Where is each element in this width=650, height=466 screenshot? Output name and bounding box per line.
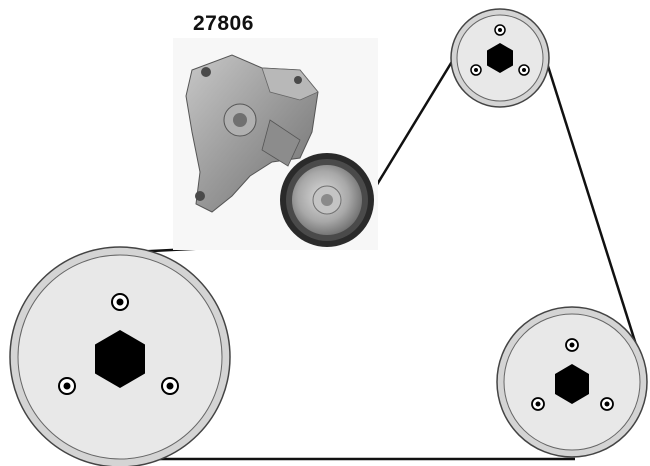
bracket-top-arm [261,67,319,101]
lower-right-pulley [496,306,648,458]
bolt-icon [494,24,506,36]
crankshaft-pulley [9,246,231,466]
bolt-icon [565,338,579,352]
mount-hole-icon [201,67,211,77]
belt-segment-tensioner-to-top [368,54,458,197]
hex-hub-icon [95,330,145,388]
tensioner-assembly-image [173,38,378,250]
mount-hole-icon [195,191,205,201]
tensioner-pulley-bolt-icon [321,194,333,206]
bolt-icon [518,64,530,76]
bolt-icon [58,377,76,395]
mount-hole-icon [294,76,302,84]
bolt-icon [600,397,614,411]
belt-segment-top-to-right [545,62,646,371]
hex-hub-icon [487,43,513,73]
tensioner-boss-bolt-icon [233,113,247,127]
bolt-icon [111,293,129,311]
hex-hub-icon [555,364,589,404]
bolt-icon [531,397,545,411]
bracket-arm [261,119,301,167]
top-idler-pulley [450,8,550,108]
part-number-label: 27806 [193,12,254,35]
bolt-icon [161,377,179,395]
bolt-icon [470,64,482,76]
